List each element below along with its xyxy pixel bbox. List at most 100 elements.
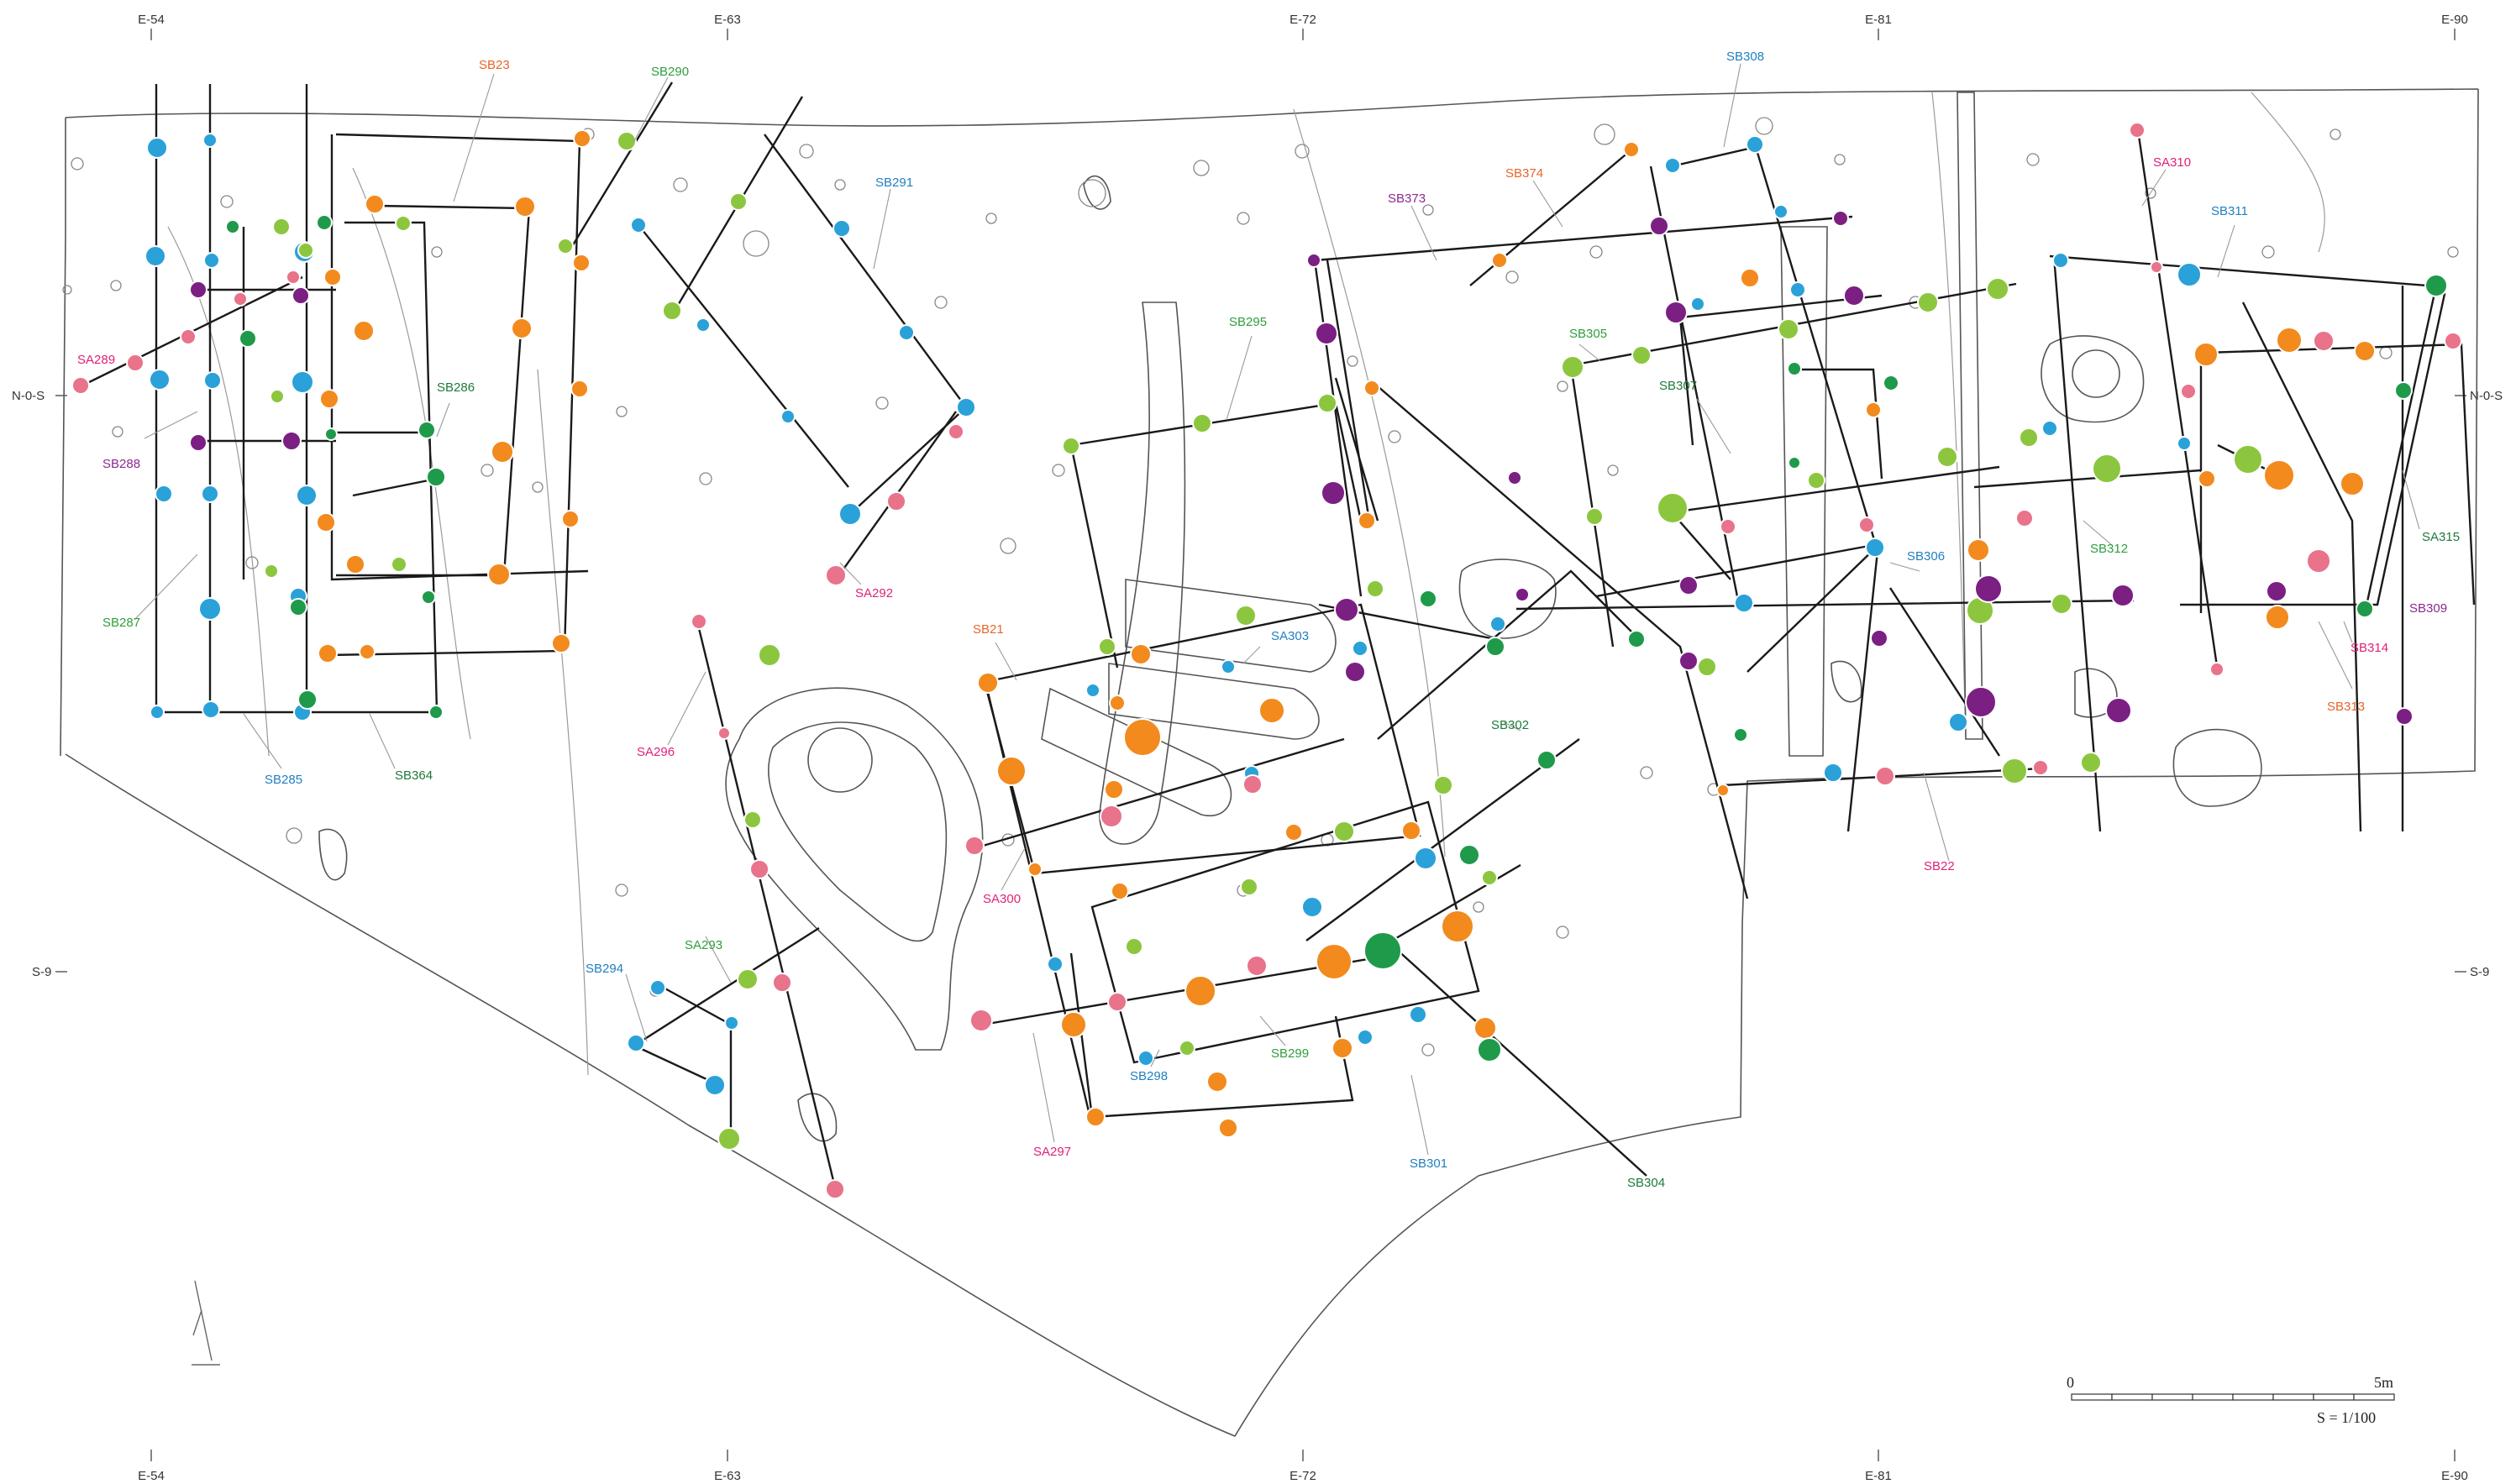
post-hole-purple bbox=[1334, 597, 1359, 622]
feature-label-sa297: SA297 bbox=[1033, 1145, 1071, 1159]
feature-label-sb286: SB286 bbox=[437, 380, 475, 395]
grid-label-bottom-e63: E-63 bbox=[714, 1469, 741, 1483]
leader-line bbox=[2217, 224, 2235, 278]
post-hole-green bbox=[1936, 446, 1958, 468]
feature-label-sb302: SB302 bbox=[1491, 718, 1529, 732]
feature-label-sb313: SB313 bbox=[2327, 700, 2365, 714]
post-hole bbox=[743, 230, 770, 257]
post-hole-dark-green bbox=[1536, 750, 1557, 770]
post-hole bbox=[673, 177, 688, 192]
post-hole-purple bbox=[1315, 322, 1338, 345]
feature-label-sb308: SB308 bbox=[1726, 50, 1764, 64]
grid-label-top-e90: E-90 bbox=[2441, 13, 2468, 27]
site-outline bbox=[60, 88, 2479, 1438]
post-hole bbox=[1347, 355, 1358, 367]
building-outline-sb304 bbox=[1305, 738, 1647, 1177]
leader-line bbox=[839, 562, 862, 585]
building-outline-sb312 bbox=[1973, 254, 2446, 606]
feature-label-sb307: SB307 bbox=[1659, 379, 1697, 393]
scale-bar-segment bbox=[2151, 1393, 2193, 1401]
curved-channel bbox=[1041, 687, 1232, 817]
post-hole-pink bbox=[2444, 332, 2462, 350]
post-hole bbox=[112, 426, 123, 438]
post-hole-dark-green bbox=[1733, 727, 1748, 742]
post-hole-orange bbox=[345, 554, 365, 574]
grid-label-bottom-e72: E-72 bbox=[1290, 1469, 1316, 1483]
post-hole-pink bbox=[1246, 955, 1268, 977]
post-hole-orange bbox=[1491, 252, 1508, 269]
post-hole-green bbox=[2051, 593, 2072, 615]
post-hole-pink bbox=[71, 376, 90, 395]
feature-label-sa310: SA310 bbox=[2153, 155, 2191, 170]
feature-label-sb22: SB22 bbox=[1924, 859, 1955, 873]
post-hole-pink bbox=[2306, 548, 2331, 574]
leader-line bbox=[1696, 398, 1731, 454]
grid-top-labels: E-54 E-63 E-72 E-81 E-90 bbox=[138, 13, 2468, 40]
post-hole-pink bbox=[964, 836, 985, 856]
post-hole bbox=[1422, 204, 1434, 216]
building-outline-sa300 bbox=[974, 737, 1379, 1026]
post-hole-blue bbox=[146, 137, 168, 159]
post-hole bbox=[1388, 430, 1401, 443]
post-hole bbox=[71, 157, 84, 170]
post-hole-blue bbox=[724, 1015, 739, 1030]
post-hole-blue bbox=[149, 369, 171, 391]
post-hole-blue bbox=[780, 409, 796, 424]
post-hole-blue bbox=[898, 324, 915, 341]
post-hole bbox=[985, 212, 997, 224]
feature-label-sa293: SA293 bbox=[685, 938, 722, 952]
post-hole-pink bbox=[969, 1009, 993, 1032]
post-hole-orange bbox=[359, 643, 376, 660]
post-hole-orange bbox=[1104, 779, 1124, 800]
post-hole-blue bbox=[627, 1034, 645, 1052]
post-hole bbox=[1594, 123, 1615, 145]
linear-trench bbox=[1780, 226, 1828, 757]
grid-label-bottom-e81: E-81 bbox=[1865, 1469, 1892, 1483]
building-outline-sb286 bbox=[336, 221, 504, 713]
feature-label-sb304: SB304 bbox=[1627, 1176, 1665, 1190]
grid-label-left-s9: S-9 bbox=[32, 965, 51, 979]
post-holes-green bbox=[264, 131, 2263, 1151]
leader-line bbox=[1723, 63, 1741, 148]
post-hole-green bbox=[1125, 937, 1143, 956]
grid-label-top-e81: E-81 bbox=[1865, 13, 1892, 27]
post-hole-green bbox=[1561, 355, 1584, 379]
post-hole-orange bbox=[323, 268, 342, 286]
building-outline-sb306 bbox=[1515, 145, 2135, 832]
post-hole-purple bbox=[1870, 629, 1888, 648]
leader-line bbox=[1889, 562, 1920, 572]
post-hole bbox=[431, 246, 443, 258]
post-hole-pink bbox=[1107, 992, 1127, 1012]
post-hole-blue bbox=[1746, 135, 1764, 154]
post-hole-blue bbox=[1409, 1005, 1427, 1024]
post-hole-green bbox=[1240, 878, 1258, 896]
post-hole-pink bbox=[180, 328, 197, 345]
post-hole-green bbox=[264, 564, 279, 579]
leader-line bbox=[705, 936, 732, 983]
post-hole-green bbox=[270, 389, 285, 404]
post-hole-orange bbox=[2193, 342, 2219, 367]
grid-label-top-e72: E-72 bbox=[1290, 13, 1316, 27]
leader-line bbox=[625, 973, 648, 1042]
feature-label-sb294: SB294 bbox=[586, 962, 623, 976]
post-hole-orange bbox=[1441, 910, 1474, 943]
post-hole-orange bbox=[365, 194, 385, 214]
post-hole bbox=[616, 406, 628, 417]
post-hole-orange bbox=[2340, 471, 2365, 496]
leader-line bbox=[436, 402, 450, 438]
post-hole-blue bbox=[150, 705, 165, 720]
post-hole-blue bbox=[2052, 252, 2069, 269]
post-hole-purple bbox=[1306, 253, 1321, 268]
post-hole bbox=[1421, 1043, 1435, 1057]
post-hole-blue bbox=[2177, 262, 2202, 287]
building-outline-sb374 bbox=[1377, 150, 1749, 899]
post-hole-green bbox=[1098, 637, 1116, 656]
leader-line bbox=[1578, 343, 1601, 362]
post-hole bbox=[799, 144, 814, 159]
post-hole-orange bbox=[572, 254, 591, 272]
large-pit-inner-ring bbox=[807, 727, 873, 793]
post-hole-orange bbox=[2198, 469, 2216, 488]
post-hole-orange bbox=[1085, 1107, 1106, 1127]
post-hole-green bbox=[729, 192, 748, 211]
